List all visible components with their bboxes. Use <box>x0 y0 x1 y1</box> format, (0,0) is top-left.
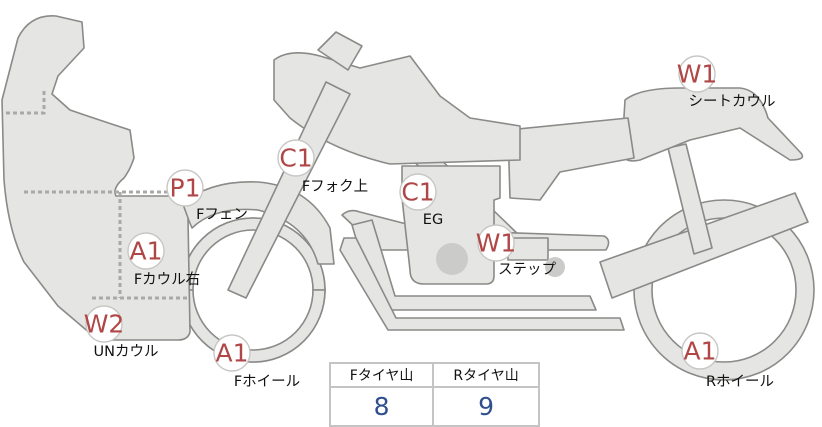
tank-seat-base <box>507 117 635 201</box>
badge-un-cowl[interactable]: W2 <box>84 305 125 343</box>
badge-r-wheel[interactable]: A1 <box>681 332 719 370</box>
badge-code: W1 <box>677 60 718 89</box>
badge-code: A1 <box>683 337 716 366</box>
rear-shock <box>667 143 713 255</box>
fork-top-clamp <box>317 31 363 71</box>
badge-engine[interactable]: C1 <box>399 173 437 211</box>
badge-code: P1 <box>170 174 201 203</box>
rear-tread-value[interactable]: 9 <box>432 386 540 427</box>
rear-tread-header: Rタイヤ山 <box>432 362 540 388</box>
front-tread-header: Fタイヤ山 <box>328 362 435 388</box>
label-engine: EG <box>423 212 443 228</box>
badge-code: C1 <box>401 178 434 207</box>
label-r-wheel: Rホイール <box>706 374 774 390</box>
badge-seat-cowl[interactable]: W1 <box>677 55 718 93</box>
lower-frame <box>339 237 625 331</box>
front-tread-value[interactable]: 8 <box>328 386 435 427</box>
badge-f-fender[interactable]: P1 <box>166 169 204 207</box>
badge-code: W2 <box>84 310 125 339</box>
front-fork <box>227 81 351 299</box>
badge-code: A1 <box>215 339 248 368</box>
label-f-cowl-right: Fカウル右 <box>134 271 200 288</box>
label-seat-cowl: シートカウル <box>689 93 776 110</box>
tire-tread-table: Fタイヤ山 Rタイヤ山 8 9 <box>328 362 540 427</box>
front-fender <box>181 181 335 265</box>
badge-f-fork-top[interactable]: C1 <box>277 139 315 177</box>
cowl-panel-seams <box>6 90 188 300</box>
badge-code: A1 <box>129 237 162 266</box>
seat-cowl <box>621 87 804 162</box>
badge-step[interactable]: W1 <box>476 224 517 262</box>
badge-code: C1 <box>279 144 312 173</box>
badge-code: W1 <box>476 229 517 258</box>
front-cowl <box>1 15 191 341</box>
badge-f-cowl-right[interactable]: A1 <box>127 232 165 270</box>
label-f-fender: Fフェン <box>196 207 248 223</box>
label-f-wheel: Fホイール <box>234 374 300 390</box>
label-f-fork-top: Fフォク上 <box>302 178 368 195</box>
label-un-cowl: UNカウル <box>94 343 159 360</box>
badge-f-wheel[interactable]: A1 <box>213 334 251 372</box>
label-step: ステップ <box>498 261 556 278</box>
